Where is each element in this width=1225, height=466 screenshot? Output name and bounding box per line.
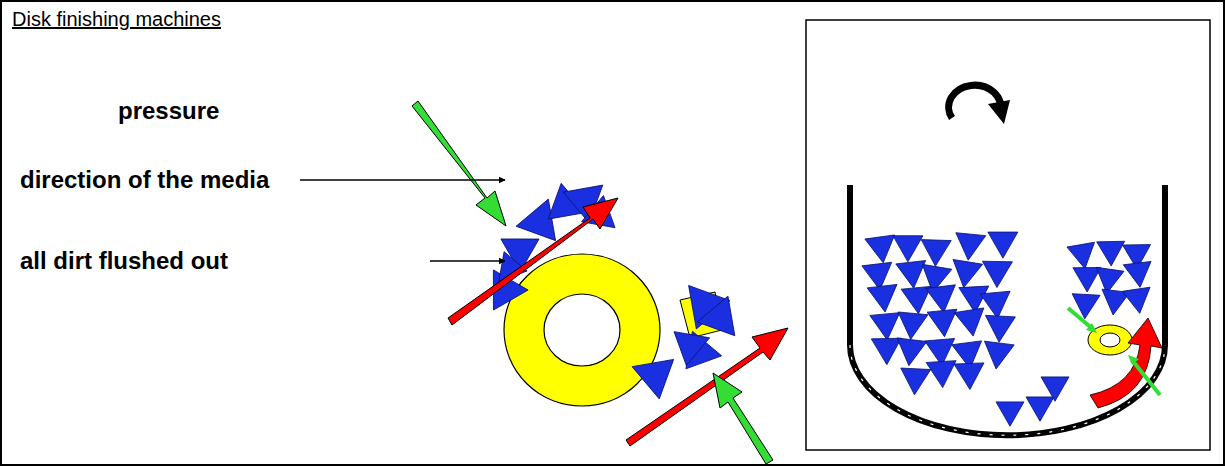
media-chip bbox=[870, 313, 902, 342]
media-chip bbox=[1073, 267, 1101, 292]
media-chip bbox=[1026, 397, 1054, 421]
media-chip bbox=[871, 338, 902, 365]
media-chip bbox=[1097, 241, 1125, 266]
media-chip bbox=[982, 261, 1012, 288]
leader-line bbox=[300, 179, 505, 181]
media-chip bbox=[954, 363, 985, 390]
media-chip bbox=[896, 312, 928, 341]
pressure-arrow bbox=[412, 101, 773, 464]
label: pressure bbox=[118, 97, 219, 125]
workpiece-ring bbox=[504, 254, 660, 406]
machine-bowl bbox=[806, 20, 1210, 450]
media-chip bbox=[899, 368, 930, 396]
media-chip bbox=[984, 315, 1015, 343]
media-chip bbox=[953, 233, 985, 262]
media-chip bbox=[1122, 287, 1153, 315]
label: direction of the media bbox=[20, 166, 269, 194]
media-chip bbox=[981, 341, 1014, 371]
title: Disk finishing machines bbox=[12, 8, 221, 31]
media-chip bbox=[988, 232, 1018, 258]
leader-line bbox=[430, 260, 505, 262]
media-chip bbox=[865, 235, 898, 265]
media-chip bbox=[697, 289, 746, 335]
label: all dirt flushed out bbox=[20, 247, 228, 275]
media-chip bbox=[1123, 261, 1154, 289]
media-chip bbox=[867, 284, 900, 313]
media-chip bbox=[1041, 377, 1069, 401]
media-chip bbox=[625, 347, 674, 399]
media-chip bbox=[894, 338, 927, 367]
media-chip bbox=[674, 321, 716, 366]
media-chip bbox=[954, 308, 988, 338]
media-chip bbox=[1067, 242, 1099, 271]
disk-closeup bbox=[412, 101, 788, 464]
media-chip bbox=[893, 236, 923, 262]
media-chip bbox=[926, 361, 958, 389]
media-chip bbox=[996, 402, 1024, 426]
